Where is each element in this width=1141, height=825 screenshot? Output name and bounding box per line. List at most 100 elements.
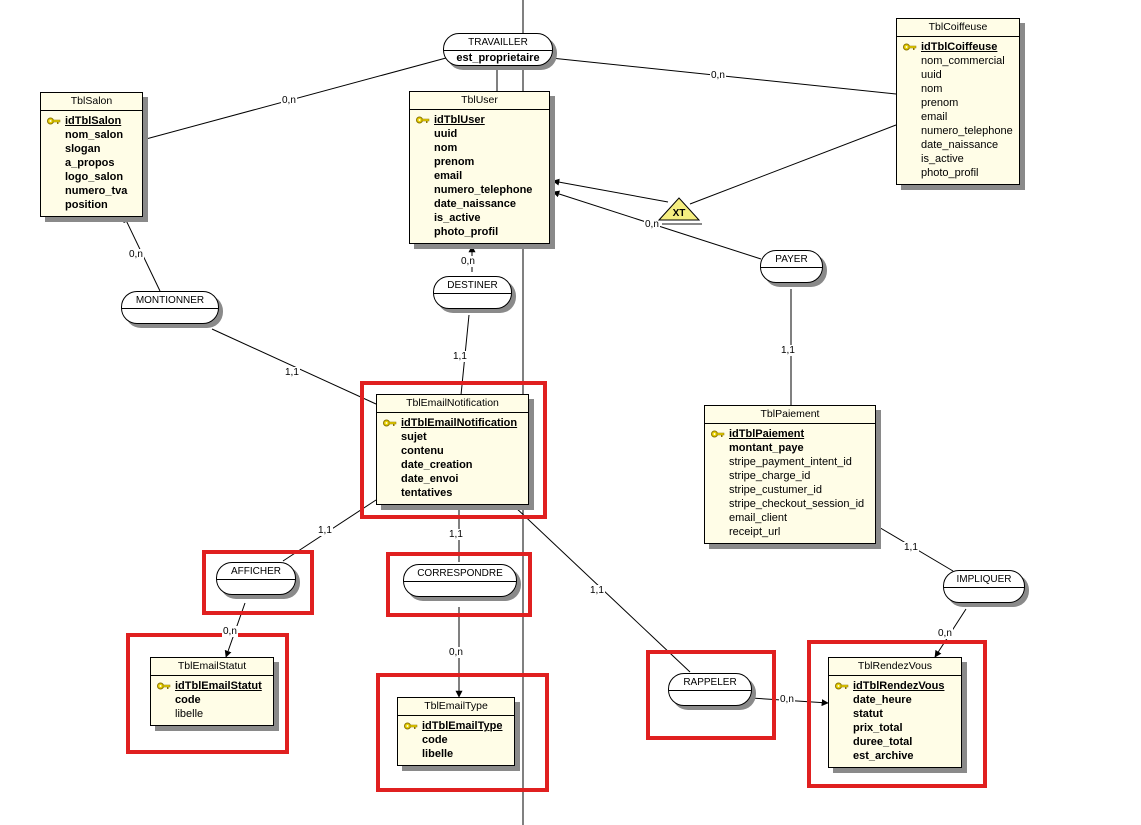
attribute-row: photo_profil	[416, 225, 543, 239]
attribute-name: numero_telephone	[921, 125, 1013, 137]
attribute-name: contenu	[401, 445, 444, 457]
attribute-name: sujet	[401, 431, 427, 443]
assoc-name: PAYER	[761, 251, 822, 268]
attribute-row: nom	[416, 141, 543, 155]
highlight-rendez-vous	[807, 640, 987, 788]
attribute-row: libelle	[404, 747, 508, 761]
attribute-row: duree_total	[835, 735, 955, 749]
attribute-row: numero_telephone	[416, 183, 543, 197]
attribute-primary-key: idTblEmailStatut	[157, 679, 267, 693]
attribute-row: est_archive	[835, 749, 955, 763]
assoc-impliquer[interactable]: IMPLIQUER	[943, 570, 1025, 603]
attribute-name: idTblUser	[434, 114, 485, 126]
attribute-name: email_client	[729, 512, 788, 524]
attribute-row: stripe_custumer_id	[711, 483, 869, 497]
attribute-row: email	[416, 169, 543, 183]
card-montionner-salon: 0,n	[128, 249, 144, 260]
attribute-name: a_propos	[65, 157, 115, 169]
attribute-row: libelle	[157, 707, 267, 721]
attribute-row: date_heure	[835, 693, 955, 707]
inheritance-xt[interactable]: XT	[658, 196, 708, 226]
attribute-row: uuid	[903, 68, 1013, 82]
inheritance-label: XT	[673, 208, 686, 219]
attribute-row: photo_profil	[903, 166, 1013, 180]
attribute-row: code	[157, 693, 267, 707]
assoc-rappeler[interactable]: RAPPELER	[668, 673, 752, 706]
attribute-name: is_active	[921, 153, 964, 165]
attribute-row: slogan	[47, 142, 136, 156]
entity-title: TblSalon	[41, 93, 142, 111]
attribute-name: stripe_charge_id	[729, 470, 811, 482]
attribute-row: montant_paye	[711, 441, 869, 455]
attribute-row: nom	[903, 82, 1013, 96]
assoc-correspondre[interactable]: CORRESPONDRE	[403, 564, 517, 597]
attribute-name: receipt_url	[729, 526, 781, 538]
key-icon	[157, 682, 175, 690]
assoc-payer[interactable]: PAYER	[760, 250, 823, 283]
attribute-name: idTblPaiement	[729, 428, 805, 440]
assoc-name: RAPPELER	[669, 674, 751, 691]
entity-title: TblEmailType	[398, 698, 514, 716]
attribute-name: libelle	[422, 748, 454, 760]
attribute-row: stripe_charge_id	[711, 469, 869, 483]
card-travailler-salon: 0,n	[281, 95, 297, 106]
attribute-row: logo_salon	[47, 170, 136, 184]
attribute-name: photo_profil	[434, 226, 499, 238]
attribute-row: stripe_payment_intent_id	[711, 455, 869, 469]
attribute-name: nom	[921, 83, 943, 95]
assoc-attr	[944, 588, 1024, 602]
attribute-row: date_envoi	[383, 472, 522, 486]
link-montionner-notif	[211, 328, 377, 405]
attribute-row: prenom	[903, 96, 1013, 110]
assoc-name: MONTIONNER	[122, 292, 218, 309]
attribute-name: slogan	[65, 143, 101, 155]
card-impliquer-paiement: 1,1	[903, 542, 919, 553]
attribute-row: date_creation	[383, 458, 522, 472]
assoc-afficher[interactable]: AFFICHER	[216, 562, 296, 595]
attribute-name: date_naissance	[921, 139, 999, 151]
attribute-row: email	[903, 110, 1013, 124]
attribute-row: email_client	[711, 511, 869, 525]
highlight-correspondre	[386, 552, 532, 617]
card-destiner-user: 0,n	[460, 256, 476, 267]
attribute-row: prix_total	[835, 721, 955, 735]
card-destiner-notif: 1,1	[452, 351, 468, 362]
attribute-name: uuid	[434, 128, 458, 140]
attribute-name: idTblEmailStatut	[175, 680, 262, 692]
attribute-row: statut	[835, 707, 955, 721]
card-afficher-notif: 1,1	[317, 525, 333, 536]
assoc-destiner[interactable]: DESTINER	[433, 276, 512, 309]
attribute-row: numero_telephone	[903, 124, 1013, 138]
attribute-name: nom	[434, 142, 458, 154]
attribute-name: numero_tva	[65, 185, 128, 197]
attribute-name: stripe_checkout_session_id	[729, 498, 865, 510]
highlight-email-notification	[360, 381, 547, 519]
assoc-montionner[interactable]: MONTIONNER	[121, 291, 219, 324]
attribute-name: prenom	[434, 156, 475, 168]
key-icon	[47, 117, 65, 125]
attribute-row: nom_commercial	[903, 54, 1013, 68]
assoc-name: CORRESPONDRE	[404, 565, 516, 582]
attribute-name: statut	[853, 708, 883, 720]
attribute-row: uuid	[416, 127, 543, 141]
attribute-row: a_propos	[47, 156, 136, 170]
assoc-name: IMPLIQUER	[944, 571, 1024, 588]
attribute-primary-key: idTblEmailType	[404, 719, 508, 733]
attribute-row: prenom	[416, 155, 543, 169]
entity-title: TblUser	[410, 92, 549, 110]
assoc-travailler[interactable]: TRAVAILLER est_proprietaire	[443, 33, 553, 66]
attribute-primary-key: idTblEmailNotification	[383, 416, 522, 430]
key-icon	[416, 116, 434, 124]
